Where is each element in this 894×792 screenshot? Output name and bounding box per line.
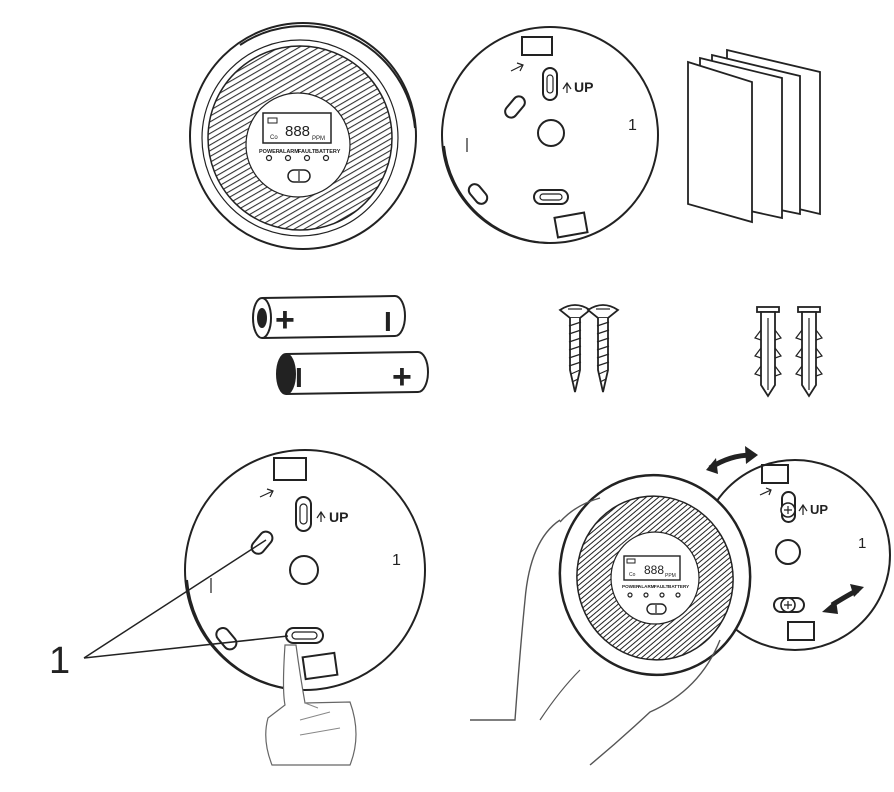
battery-lower: I + (276, 350, 429, 396)
indicator-battery-label: BATTERY (315, 149, 341, 155)
center-hole (537, 119, 565, 147)
callout-number: 1 (49, 640, 70, 682)
keyhole-slot (295, 496, 312, 532)
arrow-icon (759, 487, 772, 496)
negative-terminal-symbol: I (295, 362, 303, 393)
callout-line (83, 539, 267, 659)
indicator-fault-label: FAULT (654, 584, 669, 589)
screw-left (558, 304, 592, 393)
mounting-slot (215, 626, 238, 651)
mounting-slot (250, 530, 274, 555)
indicator-power-label: POWER (259, 149, 280, 155)
indicator-led (265, 154, 273, 162)
wall-anchor-right (795, 306, 823, 398)
side-mark: 1 (628, 117, 637, 134)
side-mark: 1 (392, 552, 401, 569)
detector-front: Co 888 PPM POWER ALARM FAULT BATTERY (189, 22, 417, 250)
battery-icon (267, 117, 278, 124)
indicator-led (322, 154, 330, 162)
mounting-plate: UP 1 (441, 26, 659, 244)
detector-mounting: Co 888 PPM POWER ALARM FAULT BATTERY (558, 473, 752, 677)
hand-illustration (470, 519, 561, 721)
positive-terminal-symbol: + (392, 358, 412, 396)
instruction-manual (687, 48, 821, 224)
center-hole (775, 539, 801, 565)
indicator-led (284, 154, 292, 162)
arrow-icon (259, 488, 274, 498)
up-arrow-icon (798, 503, 808, 515)
keyhole-slot (542, 67, 558, 101)
indicator-fault-label: FAULT (298, 149, 316, 155)
mounting-slot (504, 95, 526, 119)
lcd-reading: 888 (644, 563, 664, 577)
positive-terminal-symbol: + (275, 301, 295, 339)
up-label: UP (810, 502, 828, 517)
indicator-led (303, 154, 311, 162)
up-arrow-icon (562, 81, 572, 93)
lcd-reading: 888 (285, 123, 310, 140)
up-label: UP (329, 509, 348, 525)
indicator-power-label: POWER (622, 584, 640, 589)
mounting-plate-callout: UP 1 1 (49, 449, 426, 766)
lcd-gas-label: Co (270, 135, 278, 141)
twist-mount-illustration: UP 1 Co 888 PPM POWER ALARM FAULT BATTE (470, 446, 891, 766)
center-hole (289, 555, 319, 585)
negative-terminal-symbol: I (384, 306, 392, 337)
indicator-alarm-label: ALARM (279, 149, 299, 155)
screw-right (586, 304, 620, 393)
indicator-battery-label: BATTERY (668, 584, 689, 589)
lcd-unit: PPM (312, 136, 325, 142)
up-arrow-icon (316, 510, 326, 522)
up-label: UP (574, 79, 593, 95)
side-mark: 1 (858, 535, 866, 552)
battery-upper: + I (252, 294, 406, 339)
mounting-slot (467, 183, 489, 205)
indicator-alarm-label: ALARM (638, 584, 655, 589)
arrow-icon (510, 62, 524, 72)
callout-line (83, 635, 289, 659)
lcd-unit: PPM (665, 573, 676, 579)
lcd-gas-label: Co (629, 572, 636, 578)
screw-slot (533, 189, 569, 205)
lcd-display (623, 555, 681, 581)
wall-anchor-left (754, 306, 782, 398)
